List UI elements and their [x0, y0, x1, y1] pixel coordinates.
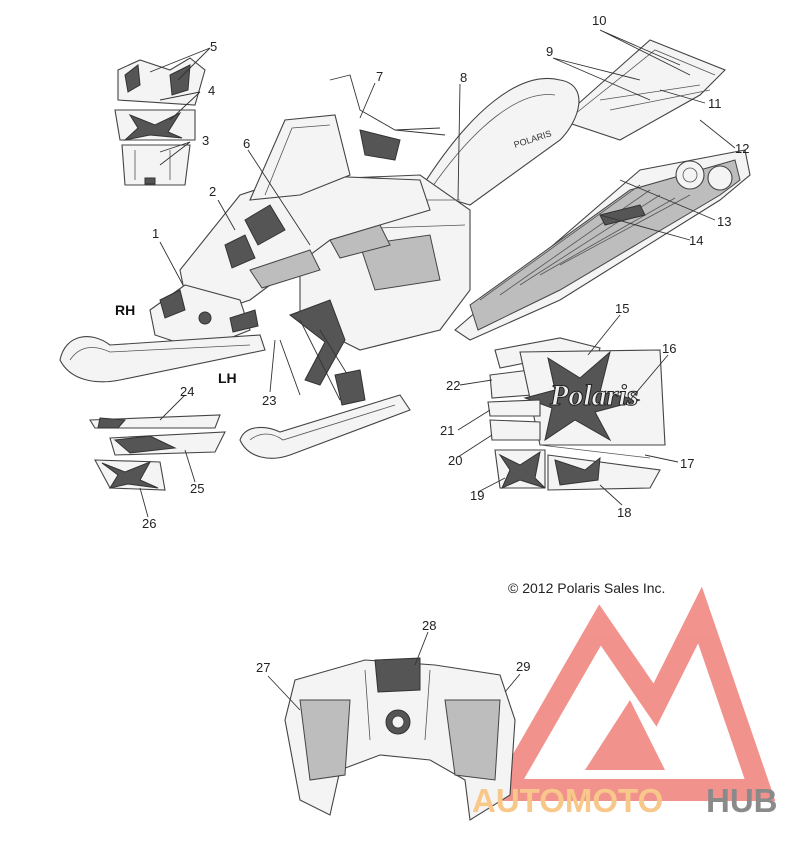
watermark-logo: [485, 586, 776, 801]
lh-label: LH: [218, 370, 237, 386]
decal-set-left: [89, 414, 226, 491]
callout-2: 2: [209, 184, 216, 199]
callout-11: 11: [708, 96, 722, 111]
rh-label: RH: [115, 302, 135, 318]
callout-4: 4: [208, 83, 215, 98]
callout-7: 7: [376, 69, 383, 84]
leader-lines: [139, 29, 736, 711]
callout-17: 17: [680, 456, 694, 471]
callout-19: 19: [470, 488, 484, 503]
callout-10: 10: [592, 13, 606, 28]
snowmobile-main: POLARIS: [59, 39, 751, 459]
watermark-part-b: HUB: [706, 782, 778, 819]
callouts: 1 2 3 4 5 6 7 8 9 10 11 12 13 14 15 16 1…: [142, 13, 749, 675]
callout-24: 24: [180, 384, 194, 399]
decal-group-top-left: [114, 57, 206, 186]
callout-3: 3: [202, 133, 209, 148]
callout-26: 26: [142, 516, 156, 531]
decal-set-right: Polaris: [487, 337, 666, 491]
callout-20: 20: [448, 453, 462, 468]
callout-14: 14: [689, 233, 703, 248]
callout-28: 28: [422, 618, 436, 633]
watermark-part-a: AUTOMOTO: [472, 782, 663, 819]
callout-13: 13: [717, 214, 731, 229]
copyright-text: © 2012 Polaris Sales Inc.: [508, 580, 665, 596]
hood-panel-lower: [284, 657, 516, 821]
callout-6: 6: [243, 136, 250, 151]
callout-12: 12: [735, 141, 749, 156]
callout-21: 21: [440, 423, 454, 438]
callout-23: 23: [262, 393, 276, 408]
callout-22: 22: [446, 378, 460, 393]
decal-brand: Polaris: [549, 379, 638, 412]
watermark-text: AUTOMOTO HUB: [472, 782, 778, 819]
callout-1: 1: [152, 226, 159, 241]
callout-25: 25: [190, 481, 204, 496]
callout-16: 16: [662, 341, 676, 356]
callout-18: 18: [617, 505, 631, 520]
callout-15: 15: [615, 301, 629, 316]
callout-8: 8: [460, 70, 467, 85]
callout-27: 27: [256, 660, 270, 675]
callout-5: 5: [210, 39, 217, 54]
callout-29: 29: [516, 659, 530, 674]
callout-9: 9: [546, 44, 553, 59]
